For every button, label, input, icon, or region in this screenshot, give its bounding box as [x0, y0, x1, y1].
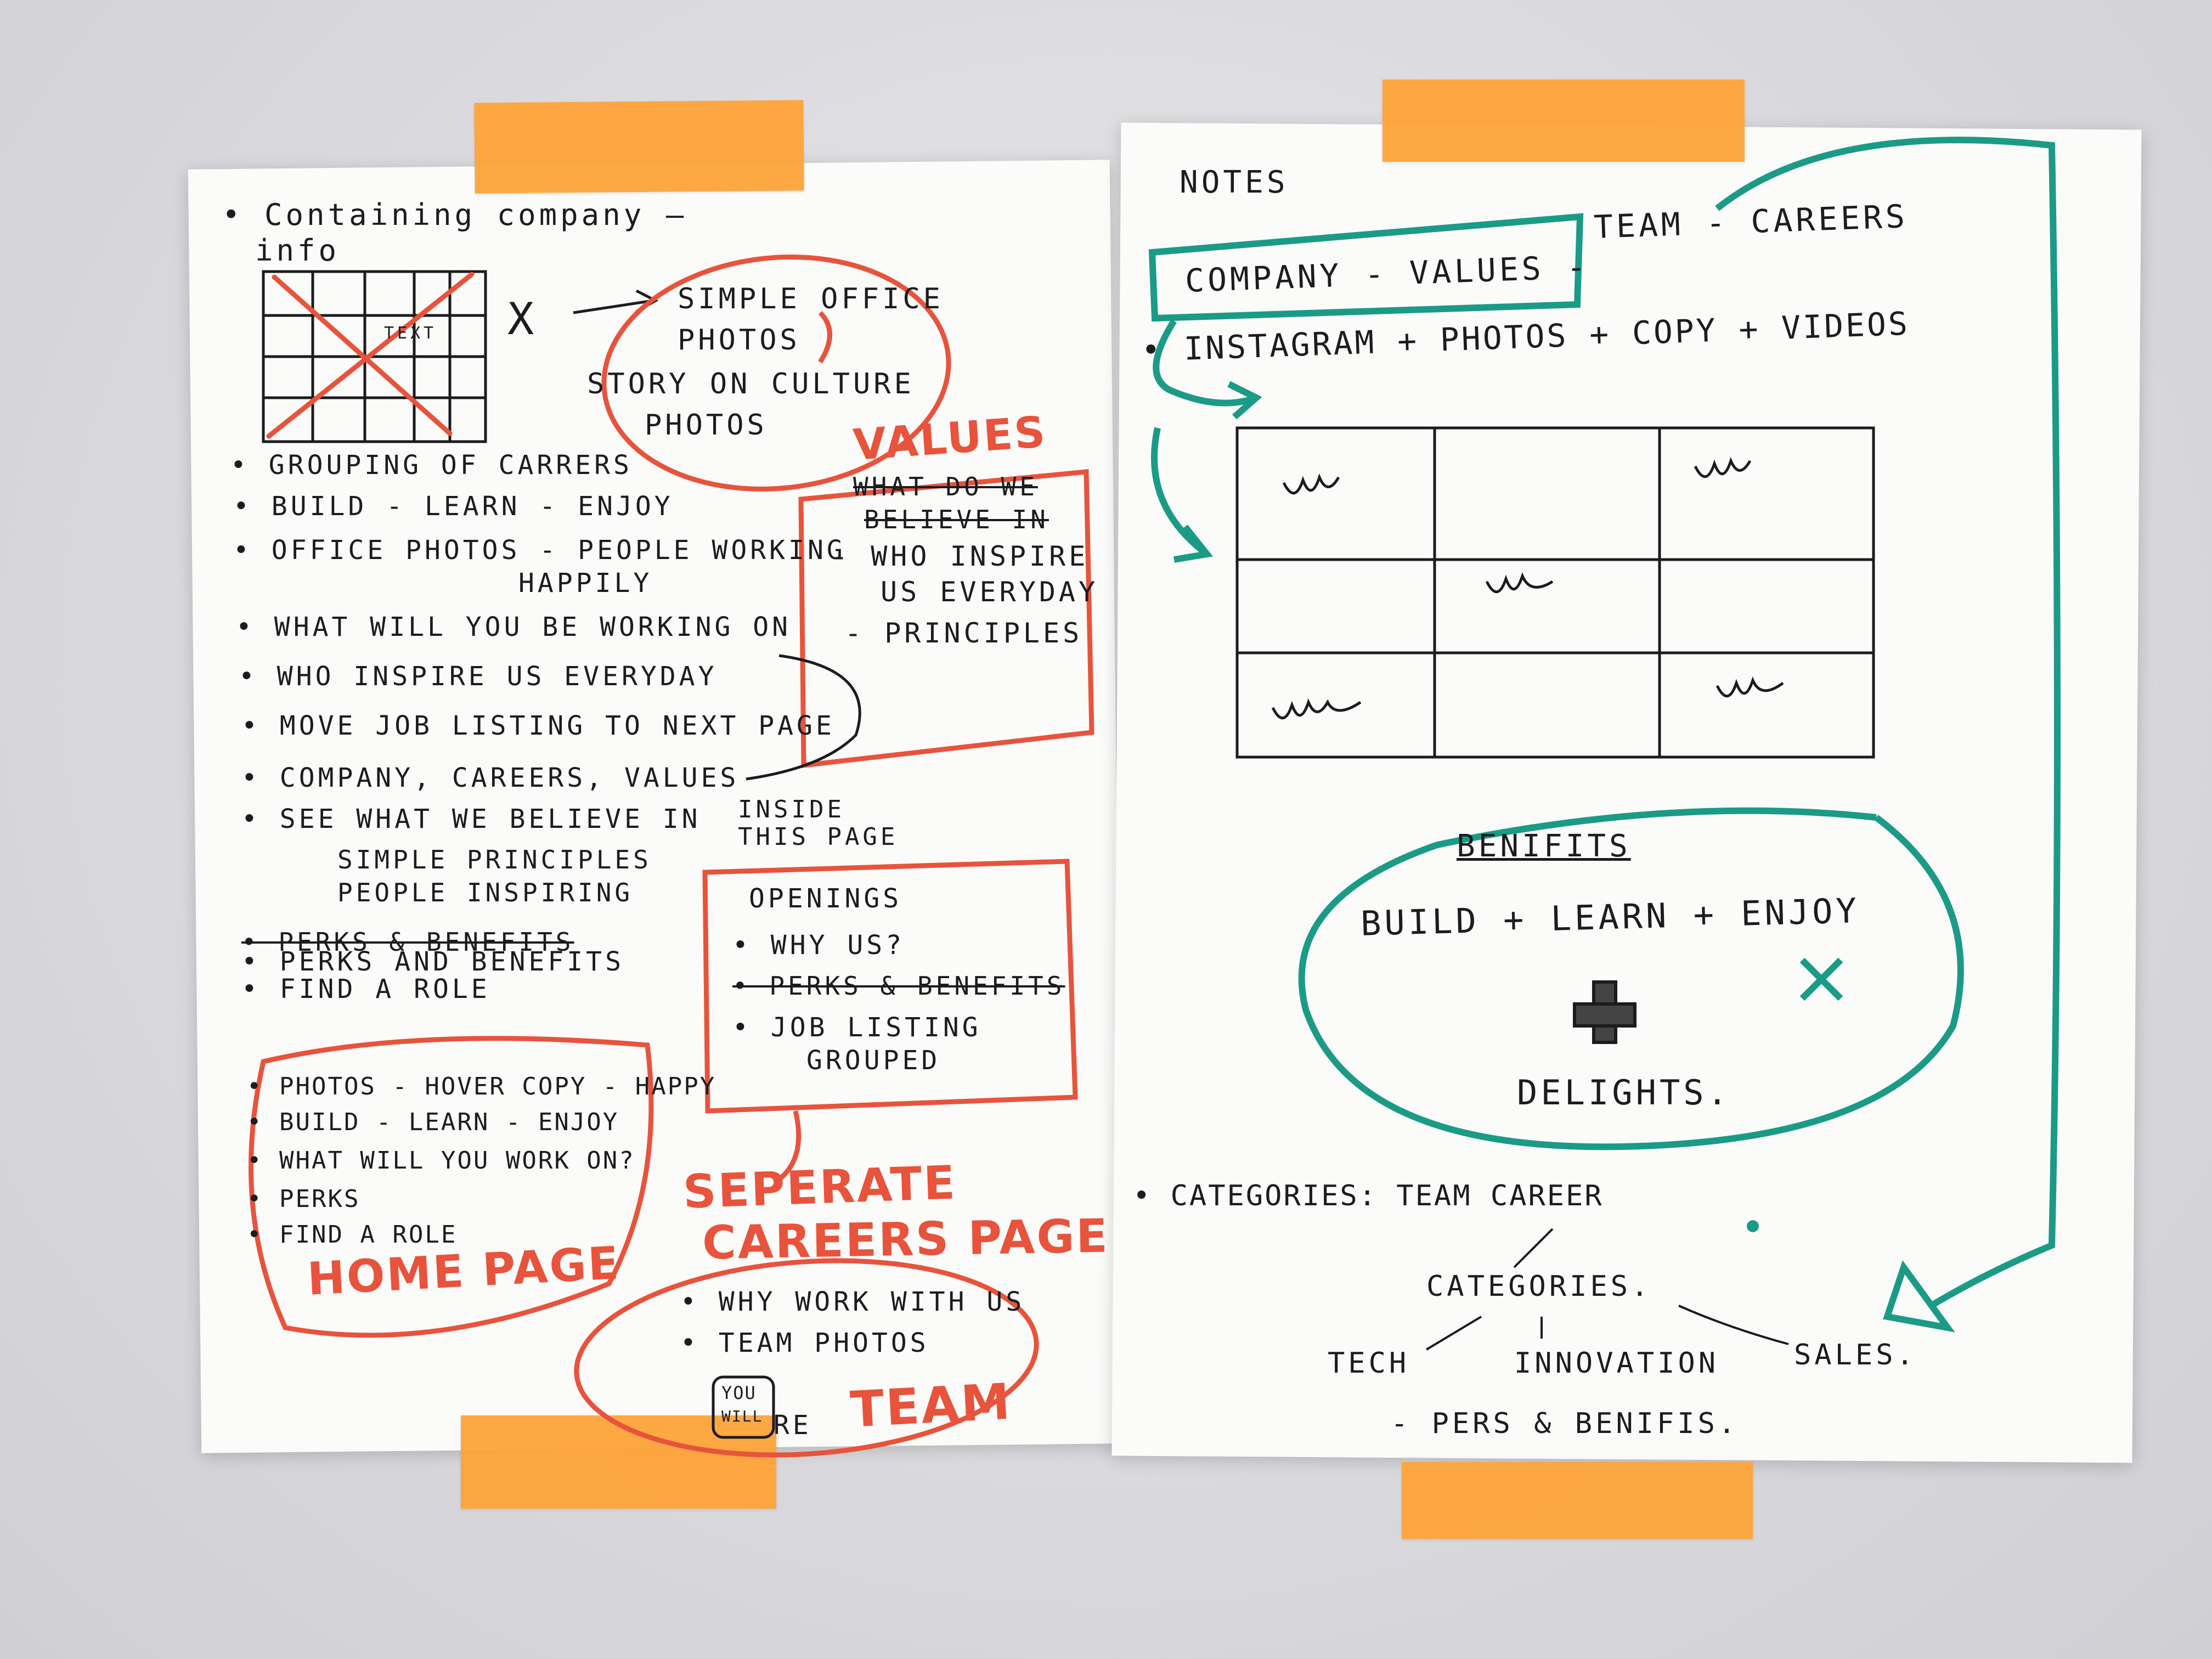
openings-line-3: • PERKS & BENEFITS — [732, 971, 1065, 1001]
tape-top-left — [474, 100, 804, 194]
category-tech: TECH — [1328, 1347, 1410, 1380]
separate-label-2: CAREERS PAGE — [702, 1209, 1110, 1270]
openings-line-5: GROUPED — [806, 1045, 941, 1076]
category-innovation: INNOVATION — [1514, 1347, 1719, 1380]
note-containing-company: • Containing company — — [222, 198, 687, 232]
tape-bottom-right — [1402, 1462, 1753, 1539]
note-find-a-role: • FIND A ROLE — [241, 974, 490, 1005]
benefits-footer: DELIGHTS. — [1517, 1073, 1731, 1113]
separate-label-1: SEPERATE — [682, 1155, 958, 1219]
perks-line: - PERS & BENIFIS. — [1391, 1407, 1739, 1440]
note-this-page: THIS PAGE — [738, 823, 899, 851]
note-simple-office: SIMPLE OFFICE — [678, 283, 944, 315]
category-sales: SALES. — [1794, 1339, 1917, 1372]
home-line-1: • PHOTOS - HOVER COPY - HAPPY — [247, 1073, 716, 1101]
tape-top-right — [1383, 80, 1745, 162]
values-line-5: - PRINCIPLES — [845, 617, 1083, 649]
benefits-title: BENIFITS — [1457, 828, 1631, 864]
note-build-learn-enjoy: • BUILD - LEARN - ENJOY — [233, 491, 674, 522]
note-perks-crossed: • PERKS & BENEFITS — [241, 927, 574, 957]
note-company-careers-values: • COMPANY, CAREERS, VALUES — [241, 763, 740, 793]
team-badge-trail: RE — [774, 1410, 812, 1441]
team-label: TEAM — [849, 1373, 1013, 1439]
notes-title: NOTES — [1180, 165, 1289, 200]
note-simple-principles: SIMPLE PRINCIPLES — [337, 845, 652, 874]
openings-line-4: • JOB LISTING — [732, 1012, 981, 1043]
note-perks-benefits: • PERKS AND BENEFITS — [241, 946, 624, 977]
note-move-job-listing: • MOVE JOB LISTING TO NEXT PAGE — [241, 710, 835, 741]
values-line-2: BELIEVE IN — [864, 505, 1049, 534]
note-see-what-we-believe: • SEE WHAT WE BELIEVE IN — [241, 804, 701, 834]
note-inside: INSIDE — [738, 795, 845, 823]
home-line-4: • PERKS — [247, 1185, 360, 1213]
values-line-1: WHAT DO WE — [853, 472, 1038, 501]
values-line-4: US EVERYDAY — [881, 576, 1099, 608]
note-what-will-you: • WHAT WILL YOU BE WORKING ON — [236, 612, 792, 642]
categories-line: • CATEGORIES: TEAM CAREER — [1133, 1180, 1604, 1212]
team-line-1: • WHY WORK WITH US — [680, 1286, 1025, 1317]
team-badge-you: YOU — [721, 1383, 757, 1403]
openings-line-2: • WHY US? — [732, 930, 905, 961]
team-line-2: • TEAM PHOTOS — [680, 1328, 929, 1358]
grid-text-label: TEXT — [384, 324, 437, 343]
x-mark: X — [507, 294, 538, 345]
home-line-2: • BUILD - LEARN - ENJOY — [247, 1108, 619, 1136]
note-office-photos: • OFFICE PHOTOS - PEOPLE WORKING — [233, 535, 846, 566]
note-grouping-carrers: • GROUPING OF CARRERS — [230, 450, 633, 481]
home-line-5: • FIND A ROLE — [247, 1221, 458, 1249]
note-photos-2: PHOTOS — [645, 409, 768, 442]
note-happily: HAPPILY — [518, 568, 653, 599]
openings-line-1: OPENINGS — [749, 883, 902, 914]
categories-title: CATEGORIES. — [1426, 1270, 1652, 1303]
note-photos: PHOTOS — [678, 324, 800, 357]
note-people-inspiring: PEOPLE INSPIRING — [337, 878, 634, 907]
values-line-3: - WHO INSPIRE — [831, 540, 1089, 572]
note-story-culture: STORY ON CULTURE — [587, 368, 915, 400]
note-info: info — [255, 233, 340, 268]
team-badge-will: WILL — [721, 1407, 763, 1425]
note-who-inspire: • WHO INSPIRE US EVERYDAY — [239, 661, 718, 692]
home-line-3: • WHAT WILL YOU WORK ON? — [247, 1147, 635, 1175]
tape-bottom-left — [461, 1415, 776, 1509]
